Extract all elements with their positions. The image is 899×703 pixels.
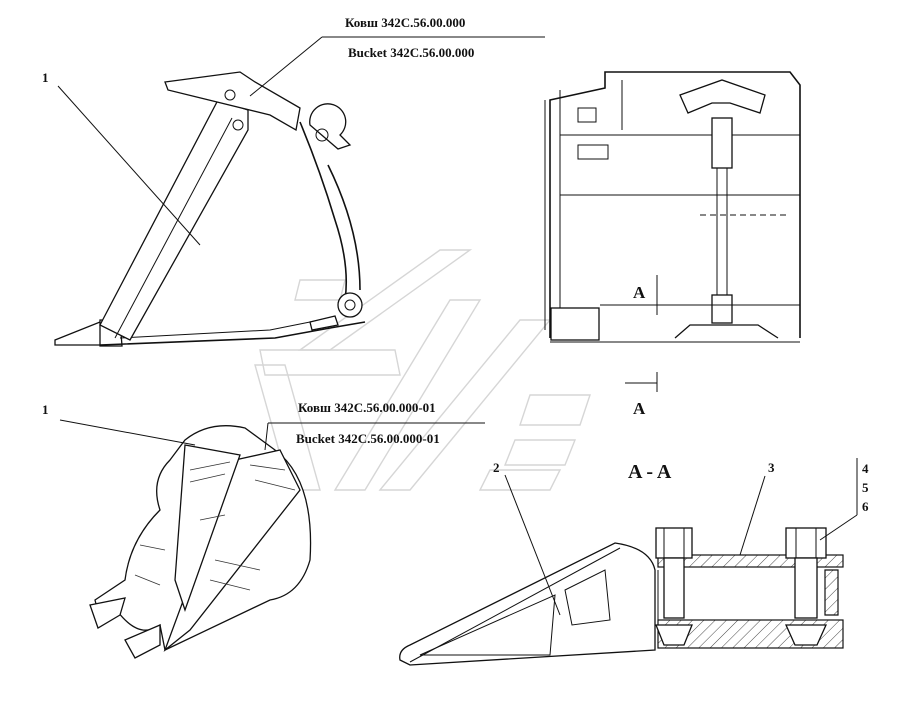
- bucket-1-title-ru: Ковш 342С.56.00.000: [345, 15, 465, 30]
- callout-1-bottom: 1: [42, 402, 49, 417]
- leader-1-bottom: [59, 419, 196, 446]
- bucket-2-title-en: Bucket 342С.56.00.000-01: [296, 431, 440, 446]
- bucket-1-leader: [249, 36, 323, 97]
- section-mark-upper: A: [633, 283, 646, 302]
- tooth-wedge: [399, 542, 656, 666]
- watermark-logo: [254, 249, 591, 491]
- callout-5: 5: [862, 480, 869, 495]
- bucket-side-view: [54, 71, 366, 347]
- leader-4-5-6: [819, 514, 858, 541]
- leader-3: [739, 475, 766, 556]
- section-assembly: [655, 527, 844, 649]
- section-mark-lower: A: [633, 399, 646, 418]
- bucket-2-leader: [264, 422, 269, 451]
- callout-6: 6: [862, 499, 869, 514]
- section-title: A - A: [628, 461, 672, 483]
- bucket-2-title-ru: Ковш 342С.56.00.000-01: [298, 400, 436, 415]
- leader-1-top: [57, 85, 201, 246]
- callout-2: 2: [493, 460, 500, 475]
- bucket-isometric-view: [89, 425, 312, 659]
- callout-3: 3: [768, 460, 775, 475]
- bucket-front-view: [544, 71, 801, 343]
- leader-2: [504, 474, 561, 616]
- bucket-1-title-en: Bucket 342С.56.00.000: [348, 45, 474, 60]
- callout-4: 4: [862, 461, 869, 476]
- callout-1-top: 1: [42, 70, 49, 85]
